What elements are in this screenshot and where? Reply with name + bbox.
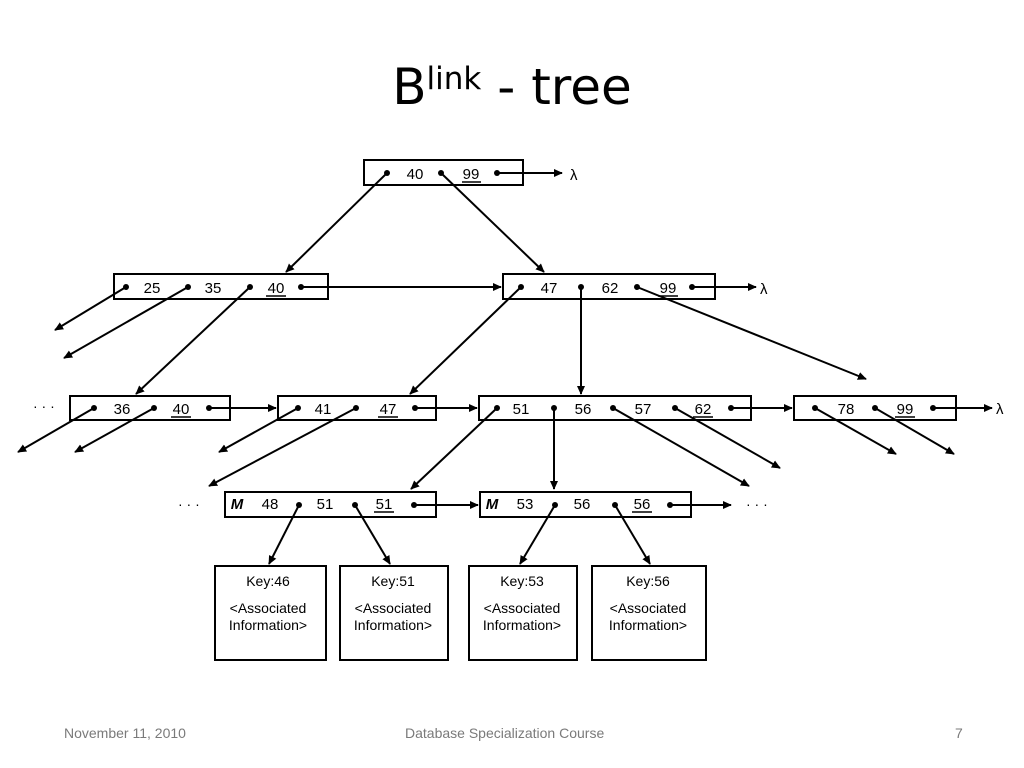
child-pointer-arrow bbox=[440, 172, 545, 273]
data-page-box bbox=[591, 565, 707, 661]
node-key: 35 bbox=[205, 280, 222, 297]
modified-marker: M bbox=[486, 496, 499, 513]
blink-tree-diagram: 40 99 25 35 40 47 62 99 bbox=[17, 159, 1004, 661]
data-page-key: Key:56 bbox=[626, 573, 670, 589]
child-pointer-arrow bbox=[54, 286, 127, 331]
data-page-info: <Associated bbox=[355, 600, 432, 616]
link-pointer-arrows bbox=[209, 168, 993, 510]
ellipsis: · · · bbox=[746, 496, 768, 512]
node-high-key: 99 bbox=[463, 166, 480, 183]
data-page-box bbox=[468, 565, 578, 661]
data-page-key: Key:46 bbox=[246, 573, 290, 589]
slide-title: Blink - tree bbox=[0, 62, 1024, 112]
child-pointer-arrow bbox=[814, 407, 897, 455]
data-page-info: Information> bbox=[229, 617, 307, 633]
ellipsis: · · · bbox=[178, 496, 200, 512]
child-pointer-arrow bbox=[874, 407, 955, 455]
child-pointer-arrow bbox=[636, 286, 867, 380]
node-key: 53 bbox=[517, 496, 534, 513]
node-key: 57 bbox=[635, 401, 652, 418]
child-pointer-arrow bbox=[410, 407, 498, 490]
node-key: 40 bbox=[407, 166, 424, 183]
node-high-key: 51 bbox=[376, 496, 393, 513]
child-pointer-arrow bbox=[674, 407, 781, 469]
tree-node-level1-right: 47 62 99 bbox=[502, 273, 716, 300]
child-pointer-arrow bbox=[208, 407, 357, 487]
node-key: 36 bbox=[114, 401, 131, 418]
child-pointer-arrow bbox=[135, 286, 251, 395]
data-page-info: <Associated bbox=[484, 600, 561, 616]
node-high-key: 56 bbox=[634, 496, 651, 513]
tree-node-leaf-left: M 48 51 51 bbox=[224, 491, 437, 518]
tree-node-level2-a: 36 40 bbox=[69, 395, 231, 421]
title-superscript: link bbox=[426, 61, 482, 97]
node-key: 78 bbox=[838, 401, 855, 418]
node-high-key: 99 bbox=[897, 401, 914, 418]
null-link-lambda: λ bbox=[996, 401, 1004, 418]
data-page-info: <Associated bbox=[230, 600, 307, 616]
ellipsis: · · · bbox=[33, 398, 55, 414]
child-pointer-arrow bbox=[285, 172, 388, 273]
data-page-box bbox=[339, 565, 449, 661]
data-page-info: Information> bbox=[354, 617, 432, 633]
null-link-lambda: λ bbox=[760, 281, 768, 298]
footer-course-name: Database Specialization Course bbox=[405, 725, 605, 741]
footer-page-number: 7 bbox=[955, 725, 963, 741]
node-key: 51 bbox=[513, 401, 530, 418]
child-pointer-arrow bbox=[519, 504, 556, 565]
node-box bbox=[502, 273, 716, 300]
node-key: 56 bbox=[575, 401, 592, 418]
child-pointer-arrow bbox=[409, 286, 522, 395]
data-page-box bbox=[214, 565, 327, 661]
data-page-key-51: Key:51 <Associated Information> bbox=[339, 565, 449, 661]
node-key: 41 bbox=[315, 401, 332, 418]
node-high-key: 40 bbox=[268, 280, 285, 297]
child-pointer-arrows bbox=[17, 172, 955, 565]
child-pointer-arrow bbox=[268, 504, 300, 565]
node-key: 56 bbox=[574, 496, 591, 513]
node-high-key: 47 bbox=[380, 401, 397, 418]
data-page-key: Key:53 bbox=[500, 573, 544, 589]
child-pointer-arrow bbox=[17, 407, 95, 453]
node-key: 51 bbox=[317, 496, 334, 513]
data-page-key: Key:51 bbox=[371, 573, 415, 589]
child-pointer-arrow bbox=[74, 407, 155, 453]
node-key: 48 bbox=[262, 496, 279, 513]
node-key: 47 bbox=[541, 280, 558, 297]
node-key: 25 bbox=[144, 280, 161, 297]
tree-node-level1-left: 25 35 40 bbox=[113, 273, 329, 300]
data-page-key-53: Key:53 <Associated Information> bbox=[468, 565, 578, 661]
tree-node-level2-b: 41 47 bbox=[277, 395, 437, 421]
child-pointer-arrow bbox=[612, 407, 750, 487]
child-pointer-arrow bbox=[614, 504, 651, 565]
node-high-key: 40 bbox=[173, 401, 190, 418]
data-page-key-56: Key:56 <Associated Information> bbox=[591, 565, 707, 661]
child-pointer-arrow bbox=[354, 504, 391, 565]
node-high-key: 62 bbox=[695, 401, 712, 418]
title-main: B bbox=[392, 58, 427, 116]
tree-node-leaf-right: M 53 56 56 bbox=[479, 491, 692, 518]
child-pointer-arrow bbox=[63, 286, 189, 359]
node-high-key: 99 bbox=[660, 280, 677, 297]
child-pointer-arrow bbox=[218, 407, 299, 453]
data-page-info: <Associated bbox=[610, 600, 687, 616]
null-link-lambda: λ bbox=[570, 167, 578, 184]
data-page-info: Information> bbox=[609, 617, 687, 633]
node-key: 62 bbox=[602, 280, 619, 297]
data-page-info: Information> bbox=[483, 617, 561, 633]
data-page-key-46: Key:46 <Associated Information> bbox=[214, 565, 327, 661]
title-suffix: - tree bbox=[481, 58, 632, 116]
footer-date: November 11, 2010 bbox=[64, 725, 186, 741]
modified-marker: M bbox=[231, 496, 244, 513]
